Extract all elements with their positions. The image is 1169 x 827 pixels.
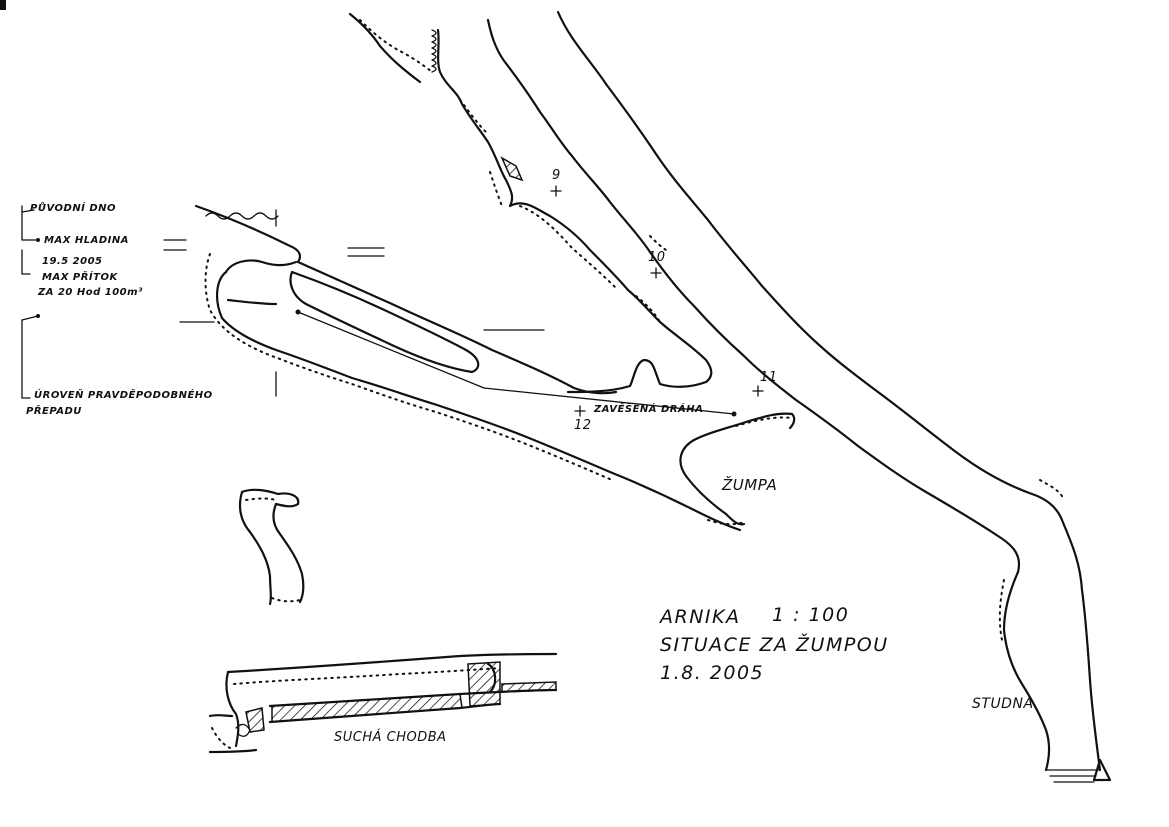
central-passage-dotted-ceiling — [205, 212, 279, 220]
main-passage-left-wall — [436, 28, 713, 394]
station-11-label: 11 — [760, 370, 778, 385]
survey-line — [295, 309, 737, 417]
section-marks — [163, 209, 545, 397]
central-passage-upper-inner — [296, 260, 618, 395]
sucha-chodba-label: SUCHÁ CHODBA — [334, 730, 447, 745]
title-scale: 1 : 100 — [772, 604, 850, 626]
title-date: 1.8. 2005 — [660, 662, 765, 684]
central-passage-top-wall — [194, 204, 301, 264]
station-marks — [550, 185, 764, 417]
inner-pillar — [289, 270, 480, 374]
central-passage-lower-dots — [204, 253, 613, 481]
upper-right-dots — [459, 99, 667, 323]
zumpa-branch-top — [692, 412, 796, 442]
legend-leaders — [21, 205, 40, 399]
main-passage-right-wall — [486, 18, 1021, 574]
zumpa-branch-dots — [707, 416, 793, 526]
legend-uroven-line1: ÚROVEŇ PRAVDĚPODOBNÉHO — [34, 390, 213, 401]
legend-max-hladina: MAX HLADINA — [44, 235, 129, 246]
studna-symbol — [1045, 758, 1112, 783]
station-9-label: 9 — [552, 168, 561, 183]
legend-za-hod: ZA 20 Hod 100m³ — [38, 287, 143, 298]
sucha-chodba-profile — [208, 652, 558, 754]
station-10-label: 10 — [648, 250, 666, 265]
station-12-label: 12 — [574, 418, 592, 433]
outer-right-wall — [556, 10, 1102, 772]
zumpa-branch-wall — [679, 438, 746, 526]
title-name: ARNIKA — [660, 606, 741, 628]
studna-passage-left — [1002, 570, 1051, 772]
legend-puvodni-dno: PŮVODNÍ DNO — [30, 203, 117, 214]
upper-branch-wall — [348, 12, 422, 84]
outer-right-dots — [1039, 479, 1065, 501]
zumpa-label: ŽUMPA — [722, 476, 778, 494]
legend-uroven-line2: PŘEPADU — [26, 406, 82, 417]
corner-mark — [0, 0, 6, 10]
title-subtitle: SITUACE ZA ŽUMPOU — [660, 634, 889, 656]
studna-label: STUDNA — [972, 696, 1034, 712]
legend-date-1: 19.5 2005 — [42, 256, 103, 267]
zavesena-draha-label: ZAVĚŠENÁ DRÁHA — [594, 404, 704, 415]
upper-branch-dots — [359, 19, 433, 73]
central-passage-lower-wall — [216, 270, 742, 532]
central-passage-end-lobe — [224, 259, 298, 306]
cross-section-small-dots — [245, 497, 301, 603]
upper-coil — [431, 29, 437, 73]
upper-hatched-block — [500, 156, 524, 182]
legend-max-pritok: MAX PŘÍTOK — [42, 272, 118, 283]
cross-section-small — [239, 488, 305, 606]
